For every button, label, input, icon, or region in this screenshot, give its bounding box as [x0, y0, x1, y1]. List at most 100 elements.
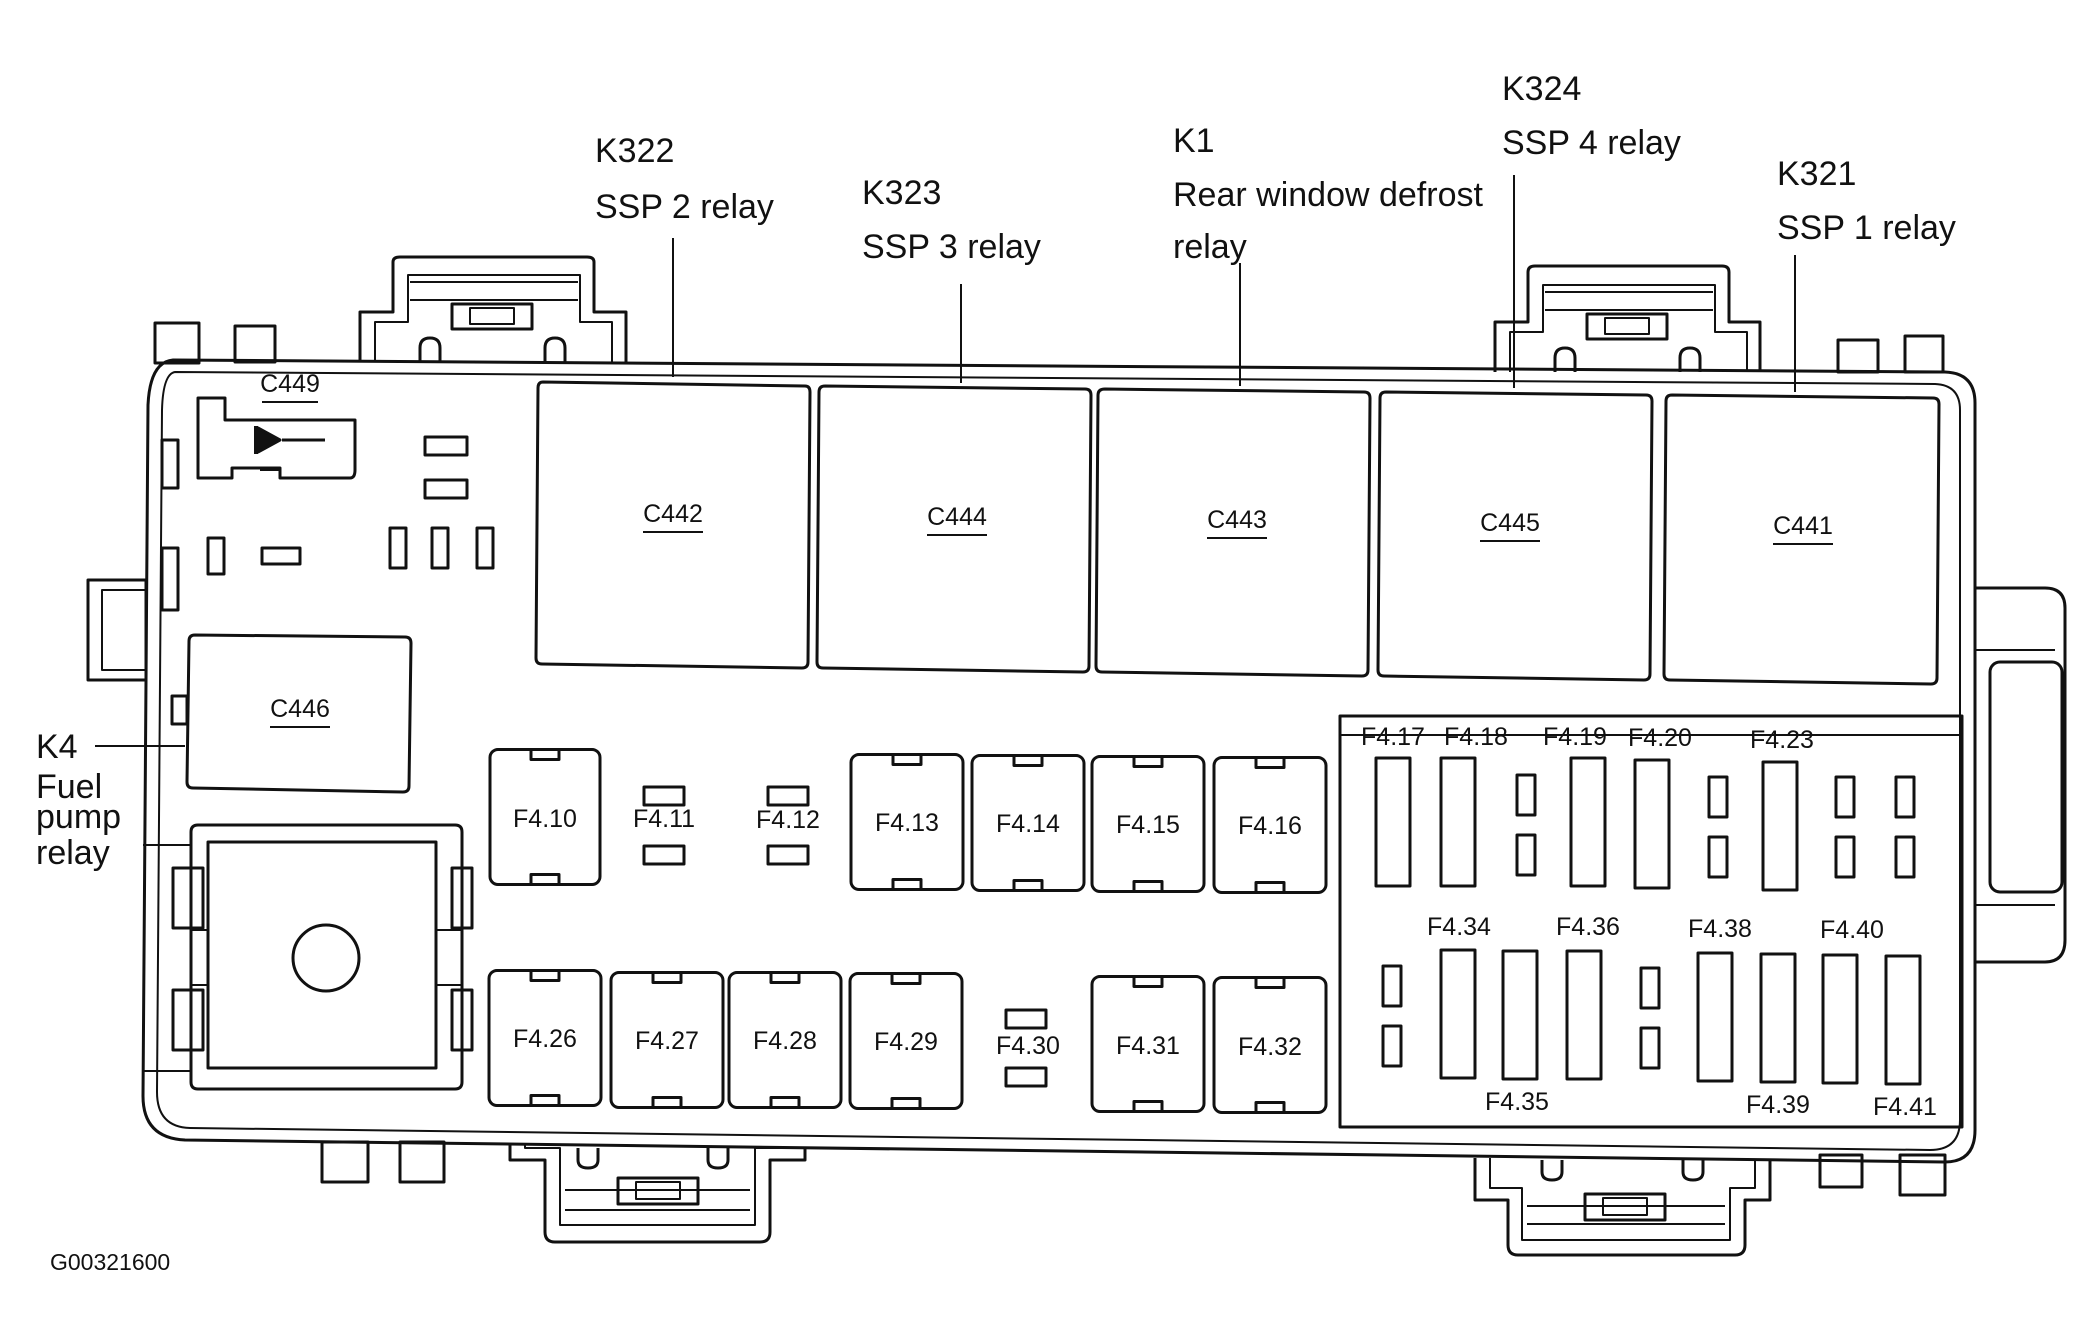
f4-36-label: F4.36 [1556, 913, 1620, 941]
c449-diode-holder [196, 396, 357, 480]
mini-terminal-5 [1834, 775, 1856, 819]
f4-27-socket [609, 971, 725, 1109]
mini-fuse-slot-shapes [1374, 756, 1922, 1086]
mini-terminal-6 [1834, 835, 1856, 879]
top-right-mount-tab [1493, 264, 1945, 374]
f4-28-bottom-notch [769, 1096, 801, 1108]
relay-c441-block [1662, 393, 1941, 686]
f4-13-label: F4.13 [875, 809, 939, 837]
f4-32-top-notch [1254, 977, 1286, 989]
f4-14-top-notch [1012, 755, 1044, 767]
f4-30-upper-slot [1004, 1008, 1048, 1030]
figure-id: G00321600 [50, 1249, 170, 1275]
f4-19-label: F4.19 [1543, 723, 1607, 751]
f4-32-label: F4.32 [1238, 1033, 1302, 1061]
f4-14-bottom-notch [1012, 879, 1044, 891]
f4-18-slot [1439, 756, 1477, 888]
f4-26-socket [487, 969, 603, 1107]
f4-14-label: F4.14 [996, 810, 1060, 838]
f4-15-socket-body [1090, 755, 1206, 893]
f4-20-label: F4.20 [1628, 724, 1692, 752]
connector-codes: C449 C442 C444 C443 C445 C441 C446 [260, 370, 1833, 723]
k322-relay-desc: SSP 2 relay [595, 188, 774, 226]
mini-terminal-1 [1515, 773, 1537, 817]
f4-11-label: F4.11 [633, 805, 695, 833]
f4-29-bottom-notch [890, 1097, 922, 1109]
f4-15-label: F4.15 [1116, 811, 1180, 839]
f4-20-slot [1633, 758, 1671, 890]
f4-30-lower-slot [1004, 1066, 1048, 1088]
f4-26-top-notch [529, 970, 561, 982]
f4-10-bottom-notch [529, 873, 561, 885]
c446-code: C446 [270, 695, 330, 723]
relay-c444-block [815, 384, 1093, 674]
f4-19-slot [1569, 756, 1607, 888]
f4-10-top-notch [529, 749, 561, 761]
f4-29-label: F4.29 [874, 1028, 938, 1056]
f4-16-top-notch [1254, 757, 1286, 769]
f4-31-top-notch [1132, 976, 1164, 988]
f4-34-label: F4.34 [1427, 913, 1491, 941]
mini-terminal-9 [1381, 964, 1403, 1008]
mini-terminal-7 [1894, 775, 1916, 819]
f4-35-label: F4.35 [1485, 1088, 1549, 1116]
f4-16-socket-body [1212, 756, 1328, 894]
f4-31-socket-body [1090, 975, 1206, 1113]
f4-12-lower-slot [766, 844, 810, 866]
f4-23-label: F4.23 [1750, 726, 1814, 754]
relay-c442-block [534, 380, 812, 670]
f4-28-label: F4.28 [753, 1027, 817, 1055]
f4-29-top-notch [890, 973, 922, 985]
f4-27-socket-body [609, 971, 725, 1109]
k1-relay-desc-2: relay [1173, 228, 1247, 266]
f4-30-label: F4.30 [996, 1032, 1060, 1060]
f4-14-socket-body [970, 754, 1086, 892]
f4-15-socket [1090, 755, 1206, 893]
k1-relay-id: K1 [1173, 122, 1215, 160]
f4-13-socket-body [849, 753, 965, 891]
f4-40-slot [1821, 953, 1859, 1085]
large-relay-socket [143, 823, 474, 1091]
f4-38-label: F4.38 [1688, 915, 1752, 943]
relay-c446-block [170, 633, 413, 794]
k323-relay-desc: SSP 3 relay [862, 228, 1041, 266]
c445-code: C445 [1480, 509, 1540, 537]
f4-29-socket [848, 972, 964, 1110]
mini-terminal-4 [1707, 835, 1729, 879]
f4-18-label: F4.18 [1444, 723, 1508, 751]
f4-27-label: F4.27 [635, 1027, 699, 1055]
right-side-connector [1975, 586, 2067, 964]
f4-27-bottom-notch [651, 1096, 683, 1108]
k321-relay-desc: SSP 1 relay [1777, 209, 1956, 247]
f4-26-socket-body [487, 969, 603, 1107]
f4-38-slot [1696, 951, 1734, 1083]
k324-relay-desc: SSP 4 relay [1502, 124, 1681, 162]
upper-left-terminals [206, 435, 495, 576]
f4-29-socket-body [848, 972, 964, 1110]
f4-16-bottom-notch [1254, 881, 1286, 893]
f4-31-label: F4.31 [1116, 1032, 1180, 1060]
f4-17-label: F4.17 [1361, 723, 1425, 751]
mini-terminal-3 [1707, 775, 1729, 819]
f4-39-label: F4.39 [1746, 1091, 1810, 1119]
f4-23-slot [1761, 760, 1799, 892]
c441-code: C441 [1773, 512, 1833, 540]
k324-relay-id: K324 [1502, 70, 1581, 108]
f4-40-label: F4.40 [1820, 916, 1884, 944]
relay-c445-block [1376, 390, 1654, 682]
fuse-box-inner-lip [156, 371, 1961, 1151]
mini-terminal-12 [1639, 1026, 1661, 1070]
f4-31-socket [1090, 975, 1206, 1113]
f4-10-socket [488, 748, 602, 886]
f4-17-slot [1374, 756, 1412, 888]
f4-28-top-notch [769, 972, 801, 984]
f4-13-top-notch [891, 754, 923, 766]
mini-fuse-panel [1338, 714, 1964, 1129]
f4-12-upper-slot [766, 785, 810, 807]
f4-13-socket [849, 753, 965, 891]
left-side-connector [86, 438, 180, 682]
f4-41-label: F4.41 [1873, 1093, 1937, 1121]
c442-code: C442 [643, 500, 703, 528]
f4-13-bottom-notch [891, 878, 923, 890]
